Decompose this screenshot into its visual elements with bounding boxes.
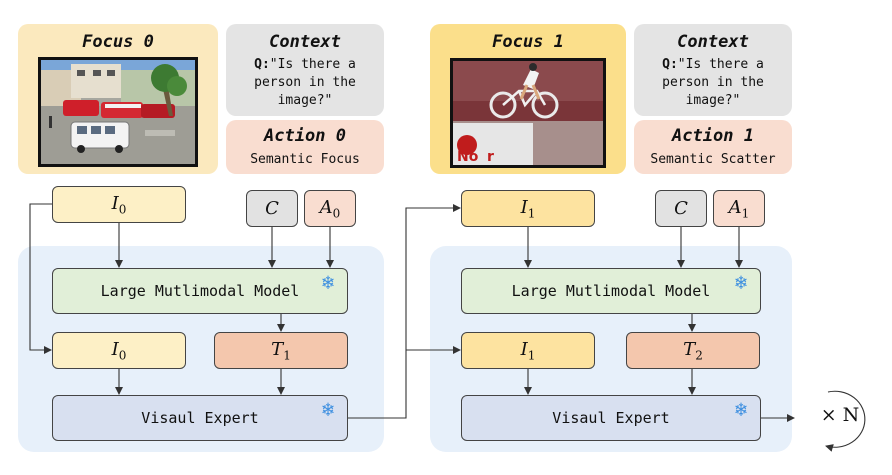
snowflake-icon: ❄	[322, 397, 335, 421]
image-0-bottom-box: I0	[52, 332, 186, 369]
context-1-box: C	[655, 190, 707, 227]
context-1-title: Context	[677, 32, 749, 52]
lmm-0-label: Large Mutlimodal Model	[100, 282, 300, 300]
action-1-panel: Action 1 Semantic Scatter	[634, 120, 792, 174]
visual-expert-0-box: Visaul Expert	[52, 395, 348, 441]
svg-text:r: r	[487, 149, 494, 165]
image-0-bottom-symbol: I0	[111, 338, 127, 363]
visual-expert-1-label: Visaul Expert	[552, 409, 670, 427]
lmm-0-box: Large Mutlimodal Model	[52, 268, 348, 314]
context-1-panel: Context Q:"Is there a person in the imag…	[634, 24, 792, 116]
token-1-box: T1	[214, 332, 348, 369]
action-1-value: Semantic Scatter	[650, 152, 776, 167]
street-scene-photo	[41, 60, 195, 164]
focus-0-title: Focus 0	[82, 32, 154, 52]
image-1-bottom-symbol: I1	[520, 338, 536, 363]
loop-arrow-icon	[825, 390, 866, 452]
focus-1-image: No r	[450, 58, 606, 168]
focus-1-title: Focus 1	[492, 32, 564, 52]
focus-0-image	[38, 57, 198, 167]
question-0-text: "Is there a person in the image?"	[254, 57, 356, 108]
focus-0-panel: Focus 0	[18, 24, 218, 174]
action-1-symbol: A1	[728, 196, 750, 221]
action-0-symbol: A0	[319, 196, 341, 221]
svg-text:No: No	[457, 149, 479, 165]
context-0-symbol: C	[265, 198, 279, 219]
visual-expert-0-label: Visaul Expert	[141, 409, 259, 427]
repeat-label: × N	[820, 404, 860, 426]
image-1-top-symbol: I1	[520, 196, 536, 221]
context-1-symbol: C	[674, 198, 688, 219]
question-1-text: "Is there a person in the image?"	[662, 57, 764, 108]
lmm-1-box: Large Mutlimodal Model	[461, 268, 761, 314]
snowflake-icon: ❄	[735, 397, 748, 421]
context-1-question: Q:"Is there a person in the image?"	[648, 56, 778, 110]
snowflake-icon: ❄	[322, 270, 335, 294]
snowflake-icon: ❄	[735, 270, 748, 294]
context-0-question: Q:"Is there a person in the image?"	[240, 56, 370, 110]
context-0-panel: Context Q:"Is there a person in the imag…	[226, 24, 384, 116]
image-1-bottom-box: I1	[461, 332, 595, 369]
cyclist-photo: No r	[453, 61, 603, 165]
context-0-title: Context	[269, 32, 341, 52]
image-0-top-box: I0	[52, 186, 186, 223]
action-0-value: Semantic Focus	[250, 152, 360, 167]
action-0-panel: Action 0 Semantic Focus	[226, 120, 384, 174]
arrow-i0-skip	[29, 203, 52, 354]
action-0-title: Action 0	[264, 126, 346, 146]
arrow-expert0-to-i1	[348, 204, 461, 419]
lmm-1-label: Large Mutlimodal Model	[511, 282, 711, 300]
action-1-box: A1	[713, 190, 765, 227]
image-0-top-symbol: I0	[111, 192, 127, 217]
token-1-symbol: T1	[271, 338, 291, 363]
image-1-top-box: I1	[461, 190, 595, 227]
question-1-prefix: Q:	[662, 57, 678, 72]
token-2-symbol: T2	[683, 338, 703, 363]
visual-expert-1-box: Visaul Expert	[461, 395, 761, 441]
context-0-box: C	[246, 190, 298, 227]
action-0-box: A0	[304, 190, 356, 227]
focus-1-panel: Focus 1 No r	[430, 24, 626, 174]
question-0-prefix: Q:	[254, 57, 270, 72]
token-2-box: T2	[626, 332, 760, 369]
action-1-title: Action 1	[672, 126, 754, 146]
